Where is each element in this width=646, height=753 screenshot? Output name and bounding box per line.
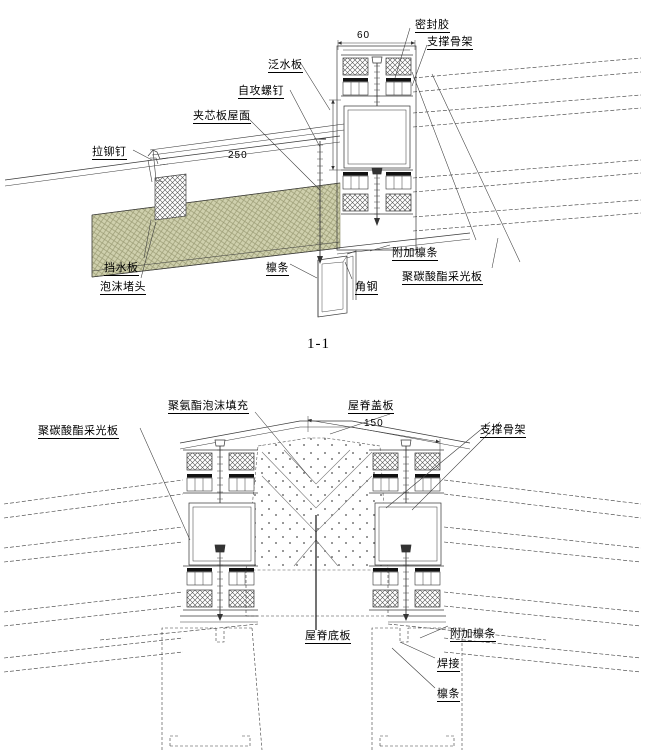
purlin-c-channel	[317, 255, 348, 318]
detail-drawing-top	[4, 27, 642, 318]
label-blind-rivet: 拉铆钉	[92, 146, 127, 161]
ridge-left-mullion	[183, 439, 258, 621]
ridge-right-mullion	[369, 439, 444, 621]
skylight-outer-frame	[336, 45, 417, 251]
label-support-frame-bottom: 支撑骨架	[480, 424, 526, 439]
label-polycarbonate-panel: 聚碳酸酯采光板	[402, 271, 483, 286]
label-purlin: 檩条	[266, 262, 289, 277]
label-flashing-plate: 泛水板	[268, 59, 303, 74]
dimension-vertical-height	[329, 99, 341, 171]
label-self-tapping-screw: 自攻螺钉	[238, 85, 284, 100]
label-foam-plug: 泡沫堵头	[100, 281, 146, 296]
polyurethane-foam-fill	[245, 437, 389, 571]
label-support-frame: 支撑骨架	[427, 36, 473, 51]
label-weld: 焊接	[437, 658, 460, 673]
dimension-250-text: 250	[228, 150, 248, 161]
ridge-base-leader-overlay	[315, 515, 317, 630]
leader-lines	[132, 27, 499, 280]
lower-mullion-bolt	[371, 167, 383, 226]
dimension-150-text: 150	[364, 418, 384, 429]
flashing-plate	[149, 123, 345, 156]
label-polycarbonate-panel-bottom: 聚碳酸酯采光板	[38, 425, 119, 440]
label-water-baffle: 挡水板	[104, 262, 139, 277]
label-ridge-base-plate: 屋脊底板	[305, 630, 351, 645]
label-ridge-cover-plate: 屋脊盖板	[348, 400, 394, 415]
pc-panels-dashed	[3, 479, 642, 673]
dimension-60	[337, 40, 416, 50]
additional-purlin-bottom	[99, 615, 547, 641]
skylight-leader-lines	[411, 71, 521, 263]
label-angle-steel: 角钢	[355, 281, 378, 296]
section-title-1-1: 1-1	[307, 336, 330, 352]
glazing-cavity	[343, 105, 411, 169]
water-baffle	[147, 149, 164, 183]
polycarbonate-panel-sheets	[412, 57, 642, 232]
label-sealant: 密封胶	[415, 19, 450, 34]
dimension-150	[307, 416, 441, 455]
detail-drawing-bottom	[3, 411, 642, 751]
label-purlin-bottom: 檩条	[437, 688, 460, 703]
purlin-channel-left	[161, 627, 263, 751]
label-sandwich-panel-roof: 夹芯板屋面	[193, 110, 251, 125]
label-pu-foam-filling: 聚氨酯泡沫填充	[168, 400, 249, 415]
label-additional-purlin-bottom: 附加檩条	[450, 628, 496, 643]
angle-steel	[346, 250, 357, 300]
ridge-base-plate	[245, 570, 389, 617]
label-additional-purlin: 附加檩条	[392, 247, 438, 262]
purlin-channel-right	[371, 627, 463, 750]
additional-purlin	[336, 232, 471, 255]
foam-plug-block	[154, 173, 187, 221]
dimension-60-text: 60	[357, 30, 371, 41]
lower-sealant-assembly	[341, 169, 413, 215]
sandwich-panel-roof	[4, 135, 341, 278]
